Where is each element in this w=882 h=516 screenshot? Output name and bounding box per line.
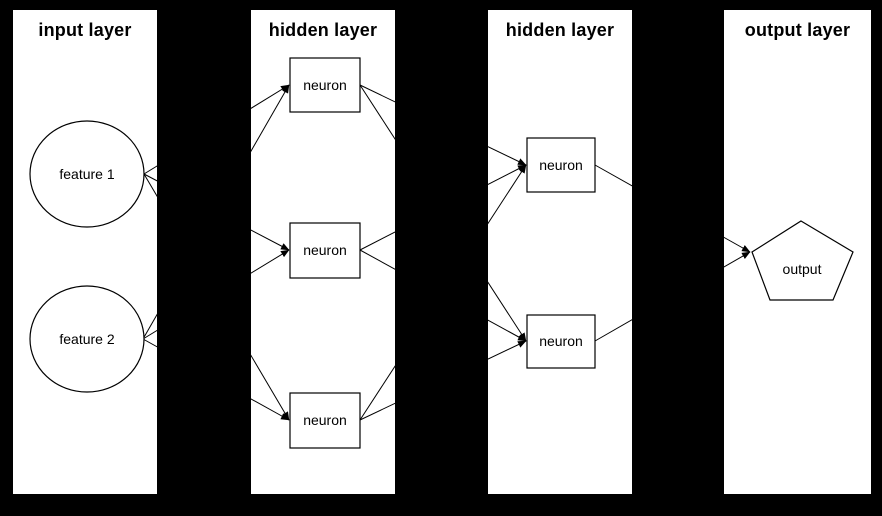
node-label-hidden2-neuron1: neuron (539, 157, 583, 173)
node-hidden2-neuron1-box (526, 137, 596, 193)
edge-feature2-to-h1n3 (142, 338, 290, 421)
edge-h1n3-to-h2n2 (359, 340, 527, 421)
edge-h2n2-to-output (594, 251, 751, 342)
edge-h1n3-to-h2n1 (359, 164, 527, 421)
node-label-feature-2: feature 2 (59, 331, 115, 347)
node-label-hidden2-neuron2: neuron (539, 333, 583, 349)
node-feature-1-circle (29, 120, 145, 228)
layer-title-hidden-2: hidden layer (505, 20, 615, 40)
edge-feature1-to-h1n1 (143, 84, 290, 175)
node-hidden2-neuron2-box (526, 314, 596, 369)
edge-h2n1-to-output (594, 164, 751, 253)
layer-title-hidden-1: hidden layer (268, 20, 378, 40)
edge-feature2-to-h1n1 (142, 84, 290, 340)
edge-feature2-to-h1n2 (142, 249, 290, 340)
edge-h1n2-to-h2n1 (359, 164, 527, 251)
node-label-hidden1-neuron3: neuron (303, 412, 347, 428)
layer-title-input: input layer (38, 20, 132, 40)
node-output-pentagon (751, 220, 854, 301)
edge-h1n1-to-h2n2 (359, 84, 527, 342)
panel-hidden-layer-2 (488, 10, 632, 494)
node-hidden1-neuron3-box (289, 392, 361, 449)
edge-feature1-to-h1n3 (143, 173, 290, 421)
node-label-hidden1-neuron2: neuron (303, 242, 347, 258)
node-hidden1-neuron2-box (289, 222, 361, 279)
node-label-feature-1: feature 1 (59, 166, 115, 182)
layer-title-output: output layer (744, 20, 851, 40)
node-label-hidden1-neuron1: neuron (303, 77, 347, 93)
panel-input-layer (13, 10, 157, 494)
edge-h1n1-to-h2n1 (359, 84, 527, 166)
edge-h1n2-to-h2n2 (359, 249, 527, 342)
node-label-output: output (782, 261, 822, 277)
node-feature-2-circle (29, 285, 145, 393)
node-hidden1-neuron1-box (289, 57, 361, 113)
